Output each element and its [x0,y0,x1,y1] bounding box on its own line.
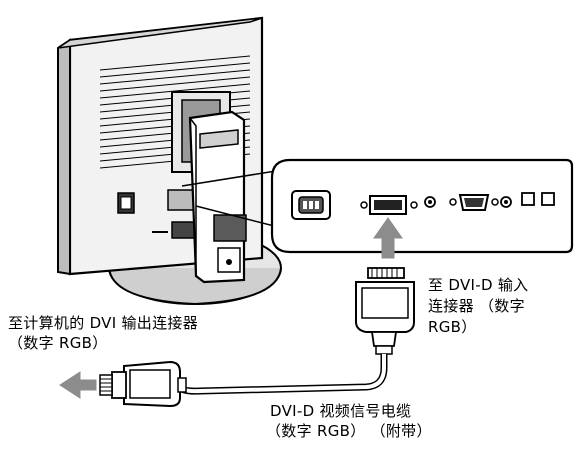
dvi-cable-wire [175,354,388,395]
dvi-input-label-line1: 至 DVI-D 输入 [428,276,529,294]
monitor-stand-neck [188,110,247,284]
dvi-cable-connector-monitor-end [355,267,415,355]
up-arrow-icon [373,217,403,259]
computer-connector-label-line1: 至计算机的 DVI 输出连接器 [8,314,199,332]
connector-panel-detail [270,158,574,254]
cable-label-line2: （数字 RGB） （附带） [266,422,432,440]
dvi-cable-connector-computer-end [99,360,187,408]
computer-connector-label-line2: （数字 RGB） [8,334,108,352]
cable-label-line1: DVI-D 视频信号电缆 [270,402,412,420]
zoom-callout-lines [181,169,283,229]
dvi-input-label-line2: 连接器 （数字 [428,297,525,315]
dvi-input-label-line3: RGB） [428,318,477,336]
left-arrow-icon [59,371,97,399]
